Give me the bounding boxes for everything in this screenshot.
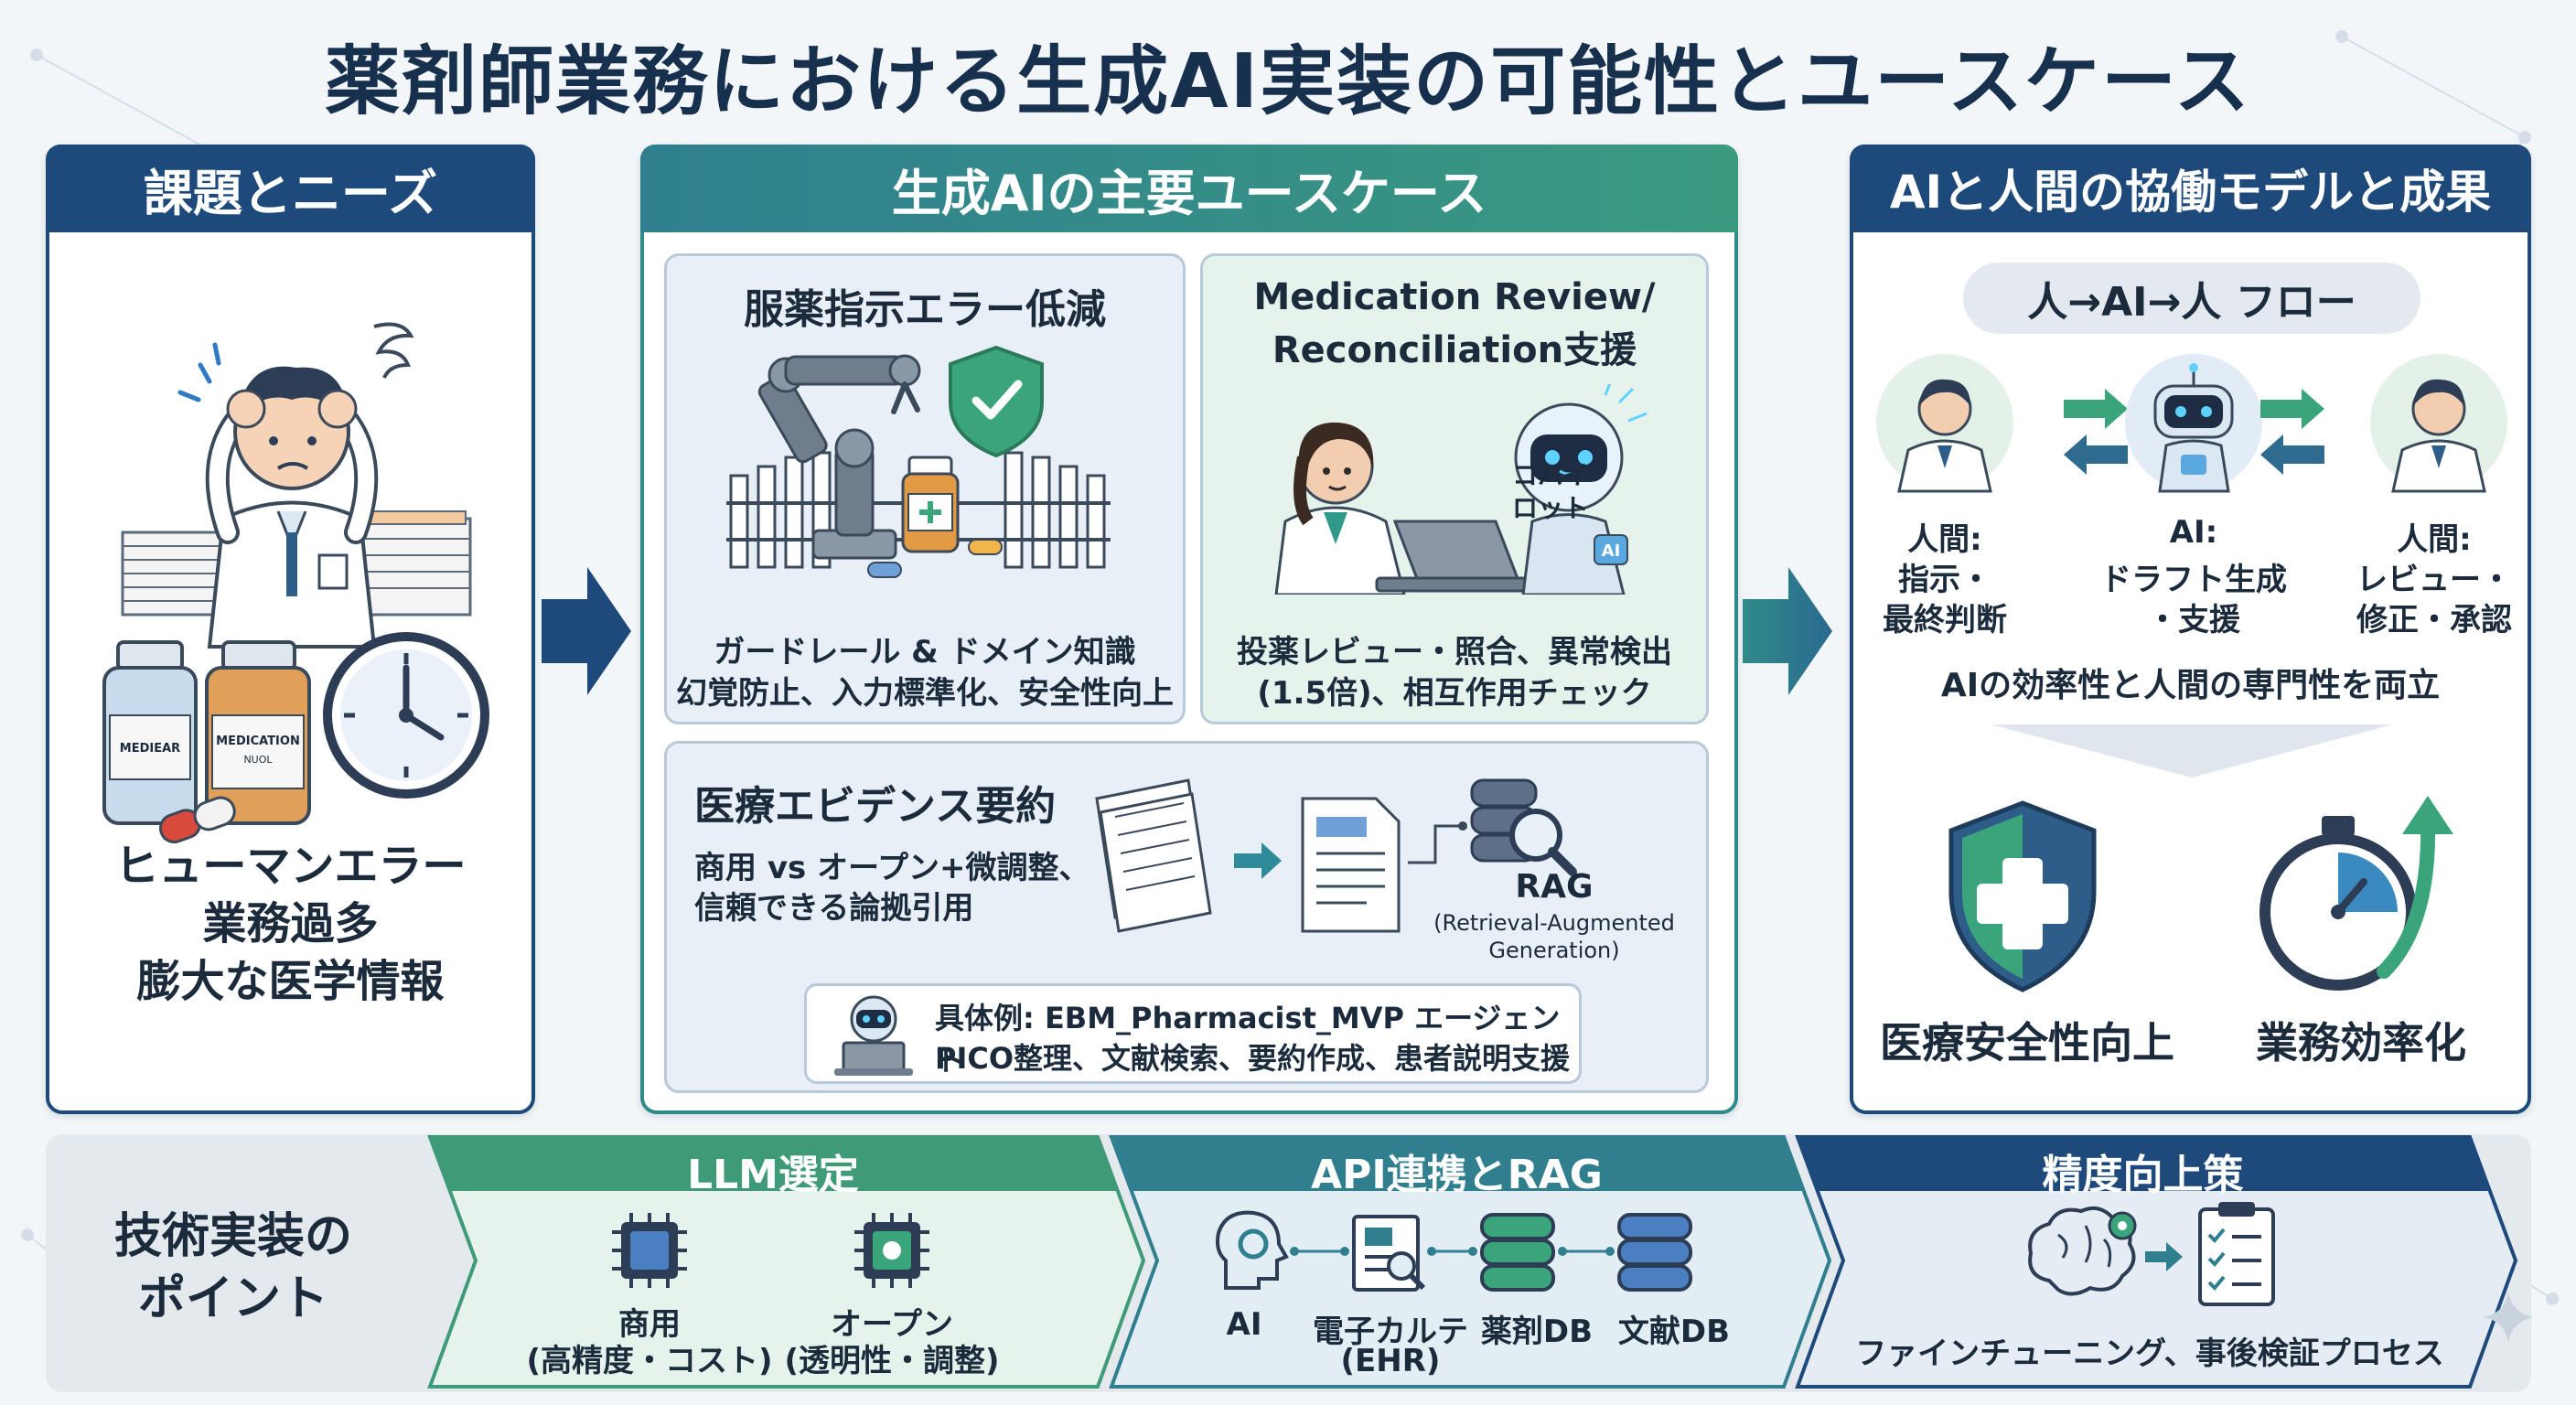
medication-review-line-1: 投薬レビュー・照合、異常検出	[1237, 634, 1672, 670]
copilot-label-2: ロット	[1511, 493, 1589, 523]
llm-commercial-line-1: 商用	[618, 1306, 681, 1343]
evidence-rag-flow-illustration	[1095, 778, 1577, 933]
down-chevron	[1991, 724, 2393, 778]
api-ehr-label-2: (EHR)	[1340, 1343, 1441, 1379]
medication-review-title-2: Reconciliation支援	[1272, 329, 1637, 371]
bottle2-label: MEDICATION	[216, 735, 300, 748]
collaboration-panel: AIと人間の協働モデルと成果 人→AI→人 フロー 人間: 指示・ 最終判断	[1850, 145, 2531, 1114]
role-ai-line-1: AI:	[2169, 514, 2218, 551]
ai-chest-badge: AI	[1602, 542, 1621, 561]
bottle1-label: MEDIEAR	[120, 742, 180, 756]
arrow-center-to-right	[1743, 567, 1832, 695]
evidence-summary-line-1: 商用 vs オープン+微調整、	[694, 850, 1090, 886]
api-litdb-label: 文献DB	[1617, 1314, 1731, 1350]
evidence-summary-line-2: 信頼できる論拠引用	[694, 890, 974, 927]
robot-arm-guardrail-illustration	[726, 345, 1111, 578]
robot-laptop-icon	[834, 995, 913, 1076]
medication-review-card: Medication Review/ Reconciliation支援 AI コ…	[1200, 253, 1709, 724]
human-ai-human-flow	[1876, 354, 2507, 493]
open-chip-icon	[854, 1213, 929, 1288]
use-cases-panel: 生成AIの主要ユースケース 服薬指示エラー低減	[640, 145, 1738, 1114]
example-line-2: PICO整理、文献検索、要約作成、患者説明支援	[935, 1041, 1571, 1076]
llm-open-line-2: (透明性・調整)	[784, 1343, 1000, 1379]
rag-sub-1: (Retrieval-Augmented	[1433, 910, 1675, 936]
error-reduction-title: 服薬指示エラー低減	[744, 286, 1106, 333]
outcome-efficiency: 業務効率化	[2256, 1018, 2466, 1067]
medicine-bottles-illustration: MEDIEAR MEDICATION NUOL	[102, 640, 311, 843]
pharmacist-with-copilot-illustration: AI	[1274, 384, 1648, 595]
role-human-2-line-3: 修正・承認	[2356, 602, 2512, 638]
rag-label: RAG	[1515, 868, 1594, 906]
accuracy-caption: ファインチューニング、事後検証プロセス	[1855, 1335, 2444, 1372]
error-reduction-line-2: 幻覚防止、入力標準化、安全性向上	[676, 675, 1174, 712]
api-integration-icons	[1216, 1210, 1692, 1292]
outcome-safety: 医療安全性向上	[1880, 1018, 2174, 1067]
paper-stack-right	[354, 510, 472, 617]
commercial-chip-icon	[612, 1213, 687, 1288]
accuracy-title: 精度向上策	[2042, 1152, 2244, 1198]
role-human-1-line-3: 最終判断	[1883, 602, 2007, 638]
error-reduction-card: 服薬指示エラー低減	[664, 253, 1186, 724]
page-title: 薬剤師業務における生成AI実装の可能性とユースケース	[325, 38, 2251, 125]
stressed-pharmacist-illustration	[121, 322, 472, 649]
example-line-1: 具体例: EBM_Pharmacist_MVP エージェント	[935, 1001, 1561, 1078]
collaboration-header: AIと人間の協働モデルと成果	[1850, 145, 2531, 232]
medication-review-line-2: (1.5倍)、相互作用チェック	[1257, 675, 1652, 712]
challenges-panel: 課題とニーズ	[46, 145, 535, 1114]
tech-points-label-1: 技術実装の	[113, 1209, 352, 1264]
flow-label-pill: 人→AI→人 フロー	[1963, 263, 2420, 334]
llm-commercial-line-2: (高精度・コスト)	[526, 1343, 773, 1379]
challenge-line-1: ヒューマンエラー	[114, 841, 467, 892]
api-ai-label: AI	[1226, 1306, 1262, 1343]
clock-icon	[323, 632, 489, 799]
api-drugdb-label: 薬剤DB	[1480, 1314, 1594, 1350]
error-reduction-line-1: ガードレール & ドメイン知識	[714, 634, 1136, 670]
bottle2-sublabel: NUOL	[243, 754, 273, 766]
role-human-2-line-2: レビュー・	[2356, 562, 2512, 598]
role-human-2-line-1: 人間:	[2397, 521, 2472, 558]
flow-label: 人→AI→人 フロー	[2027, 279, 2356, 326]
example-agent-box: 具体例: EBM_Pharmacist_MVP エージェント PICO整理、文献…	[804, 983, 1582, 1084]
role-human-1-line-1: 人間:	[1907, 521, 1982, 558]
tech-points-label-2: ポイント	[137, 1271, 328, 1326]
api-rag-title: API連携とRAG	[1311, 1152, 1603, 1198]
copilot-label-1: コパイ	[1511, 460, 1589, 490]
llm-selection-title: LLM選定	[687, 1152, 859, 1198]
rag-sub-2: Generation)	[1488, 938, 1620, 963]
evidence-summary-card: 医療エビデンス要約 商用 vs オープン+微調整、 信頼できる論拠引用	[664, 741, 1709, 1093]
collaboration-summary: AIの効率性と人間の専門性を両立	[1940, 667, 2441, 704]
llm-open-line-1: オープン	[831, 1306, 953, 1343]
role-ai-line-3: ・支援	[2147, 602, 2240, 638]
arrow-left-to-center	[542, 567, 631, 695]
challenge-line-3: 膨大な医学情報	[136, 956, 445, 1007]
role-human-1-line-2: 指示・	[1898, 562, 1991, 598]
use-cases-header: 生成AIの主要ユースケース	[640, 145, 1738, 232]
challenge-line-2: 業務過多	[202, 898, 379, 949]
role-ai-line-2: ドラフト生成	[2100, 562, 2287, 598]
sparkle-icon	[2483, 1292, 2534, 1343]
evidence-summary-title: 医療エビデンス要約	[694, 783, 1057, 830]
challenges-header: 課題とニーズ	[46, 145, 535, 232]
medication-review-title-1: Medication Review/	[1253, 276, 1656, 318]
stopwatch-growth-icon	[2259, 796, 2453, 991]
api-ehr-label-1: 電子カルテ	[1313, 1314, 1468, 1350]
shield-cross-icon	[1948, 800, 2097, 992]
brain-checklist-icons	[2028, 1202, 2275, 1306]
